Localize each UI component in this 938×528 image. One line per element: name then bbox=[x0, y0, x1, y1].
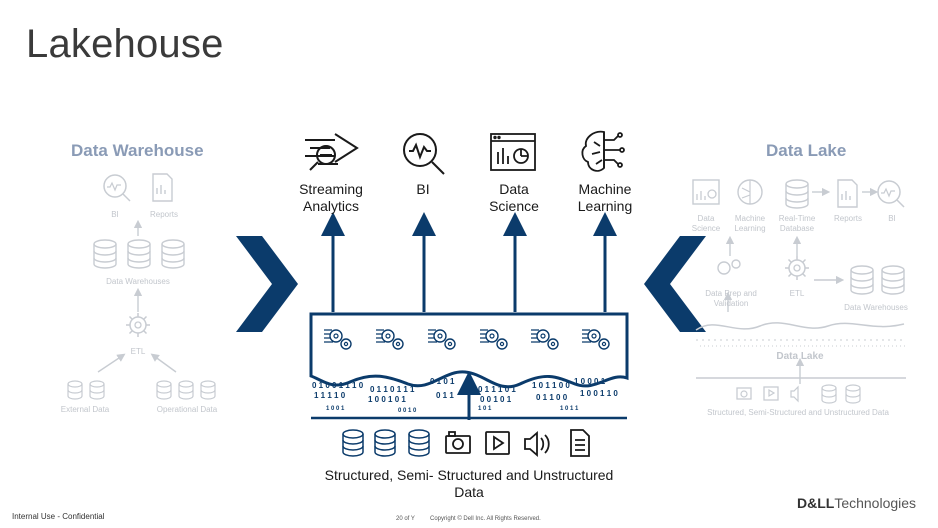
dl-data-prep-label: Data Prep and Validation bbox=[705, 289, 757, 308]
svg-text:1 0 0 1 0 1: 1 0 0 1 0 1 bbox=[368, 395, 406, 404]
data-warehouse-diagram bbox=[67, 173, 216, 400]
audio-speaker-icon bbox=[524, 431, 550, 457]
dw-warehouses-label: Data Warehouses bbox=[106, 277, 170, 286]
lakehouse-box bbox=[309, 312, 629, 389]
slide-title: Lakehouse bbox=[26, 22, 224, 66]
page-number: 20 of Y bbox=[396, 516, 415, 522]
svg-text:1 0 1: 1 0 1 bbox=[478, 406, 492, 412]
processing-gears-icon bbox=[427, 329, 456, 350]
bi-magnifier-icon bbox=[403, 133, 445, 175]
svg-text:0 1 1 1 0 1: 0 1 1 1 0 1 bbox=[478, 385, 516, 394]
dl-bi-label: BI bbox=[888, 214, 896, 223]
data-warehouse-title: Data Warehouse bbox=[71, 141, 204, 160]
svg-text:1 0 0 1 1 0: 1 0 0 1 1 0 bbox=[580, 389, 618, 398]
document-icon bbox=[570, 429, 590, 457]
dl-reports-label: Reports bbox=[833, 214, 862, 223]
svg-text:0 1 0 1: 0 1 0 1 bbox=[430, 377, 455, 386]
output-label-machine-learning: Machine Learning bbox=[577, 181, 633, 214]
svg-text:0 0 1 0 1: 0 0 1 0 1 bbox=[480, 395, 512, 404]
processing-gears-icon bbox=[530, 329, 559, 350]
processing-gears-icon bbox=[479, 329, 508, 350]
svg-text:1 0 1 1 0 0: 1 0 1 1 0 0 bbox=[532, 381, 570, 390]
dl-etl-label: ETL bbox=[789, 289, 805, 298]
machine-learning-brain-icon bbox=[581, 130, 625, 172]
processing-gears-icon bbox=[581, 329, 610, 350]
video-play-icon bbox=[485, 431, 510, 455]
database-icon bbox=[374, 429, 396, 457]
dell-technologies-logo: D&LLTechnologies bbox=[797, 495, 917, 511]
right-chevron-arrow bbox=[644, 236, 706, 332]
dl-machine-learning-label: Machine Learning bbox=[734, 214, 766, 233]
svg-text:1 0 0 0 1: 1 0 0 0 1 bbox=[574, 377, 606, 386]
dw-reports-label: Reports bbox=[149, 210, 178, 219]
svg-text:1 0 0 1: 1 0 0 1 bbox=[326, 406, 345, 412]
svg-text:0 1 1 0 1 1 1: 0 1 1 0 1 1 1 bbox=[370, 385, 415, 394]
dl-real-time-database-label: Real-Time Database bbox=[778, 214, 816, 233]
svg-text:0 1 1 0 0: 0 1 1 0 0 bbox=[536, 393, 568, 402]
dl-warehouses-label: Data Warehouses bbox=[844, 303, 908, 312]
dw-etl-label: ETL bbox=[130, 347, 146, 356]
svg-text:0 1 1: 0 1 1 bbox=[436, 391, 454, 400]
data-lake-title: Data Lake bbox=[766, 141, 847, 160]
output-label-bi: BI bbox=[416, 181, 430, 197]
dl-data-science-label: Data Science bbox=[691, 214, 721, 233]
database-icon bbox=[342, 429, 364, 457]
svg-text:1 1 1 1 0: 1 1 1 1 0 bbox=[314, 391, 346, 400]
output-label-data-science: Data Science bbox=[489, 181, 539, 214]
svg-text:0 1 0 0 1 1 1 0: 0 1 0 0 1 1 1 0 bbox=[312, 381, 364, 390]
dw-operational-data-label: Operational Data bbox=[156, 405, 218, 414]
output-label-streaming-analytics: Streaming Analytics bbox=[299, 181, 363, 214]
svg-text:0 0 1 0: 0 0 1 0 bbox=[398, 408, 417, 414]
left-chevron-arrow bbox=[236, 236, 298, 332]
data-science-icon bbox=[490, 133, 536, 171]
center-sources-label: Structured, Semi- Structured and Unstruc… bbox=[324, 467, 614, 500]
copyright-text: Copyright © Dell Inc. All Rights Reserve… bbox=[430, 516, 541, 522]
dl-data-lake-label: Data Lake bbox=[776, 351, 824, 362]
streaming-analytics-icon bbox=[305, 133, 359, 171]
database-icon bbox=[408, 429, 430, 457]
camera-icon bbox=[445, 431, 471, 454]
processing-gears-icon bbox=[375, 329, 404, 350]
binary-data-stream: 0 1 0 0 1 1 1 0 0 1 1 0 1 1 1 0 1 0 1 0 … bbox=[312, 377, 618, 414]
dw-bi-label: BI bbox=[111, 210, 119, 219]
dl-sources-label: Structured, Semi-Structured and Unstruct… bbox=[707, 408, 889, 417]
processing-gears-icon bbox=[323, 329, 352, 350]
dw-external-data-label: External Data bbox=[60, 405, 110, 414]
svg-text:1 0 1 1: 1 0 1 1 bbox=[560, 406, 579, 412]
classification-label: Internal Use - Confidential bbox=[12, 512, 105, 521]
data-lake-diagram bbox=[692, 179, 906, 404]
